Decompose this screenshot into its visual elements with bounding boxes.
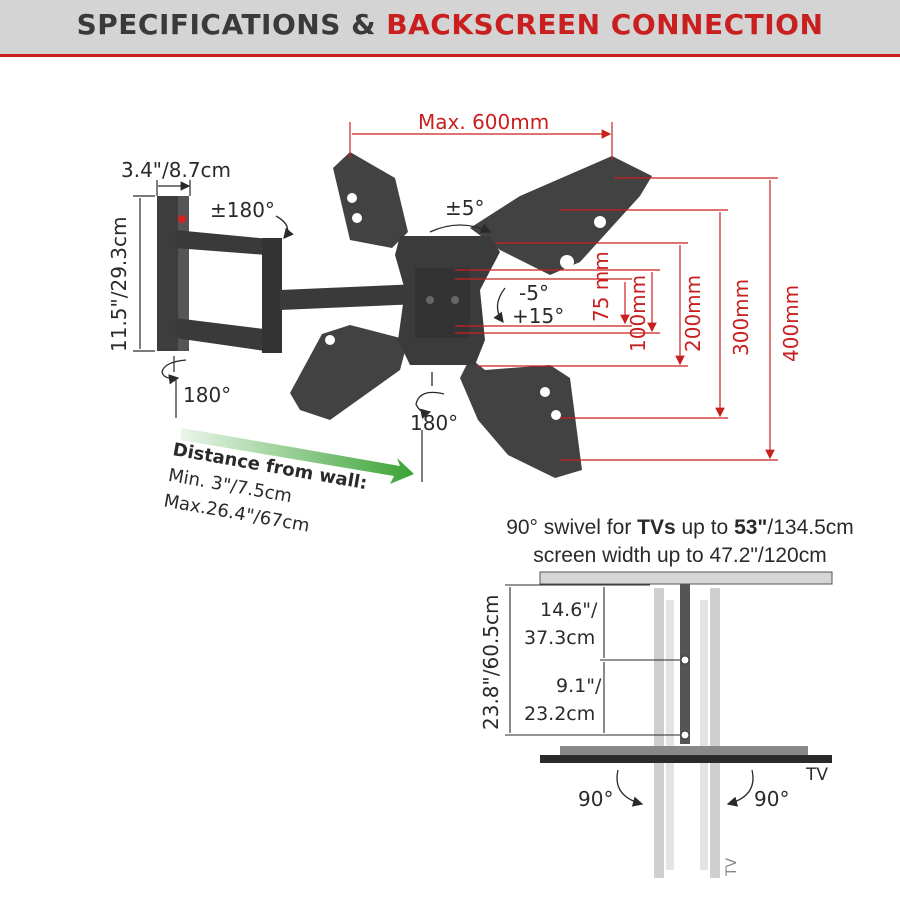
total-depth-label: 23.8"/60.5cm — [479, 595, 503, 730]
hole-tr-2 — [594, 216, 606, 228]
tilt-plus-label: +15° — [512, 304, 564, 328]
swivel-prefix: 90° swivel for — [506, 516, 638, 539]
left-swivel-arrow-icon — [616, 769, 644, 807]
plate-dimensions: Max. 600mm ±5° -5° +15° 180° 75 mm — [349, 110, 803, 461]
upper-segment-line2: 37.3cm — [524, 627, 595, 649]
arm-pivot-2 — [680, 730, 690, 740]
arm-bottom-right — [460, 358, 582, 478]
hole-br-1 — [551, 410, 561, 420]
wall-swivel-arrow-icon — [161, 359, 187, 385]
plate-swivel-label: 180° — [410, 411, 458, 435]
swivel-suffix: /134.5cm — [767, 516, 854, 539]
vesa100-label: 100mm — [626, 275, 650, 352]
top-view: 23.8"/60.5cm 14.6"/ 37.3cm 9.1"/ 23.2cm … — [479, 571, 833, 878]
bracket-dimensions: 3.4"/8.7cm 11.5"/29.3cm ±180° 180° — [107, 158, 294, 407]
height-label: 11.5"/29.3cm — [107, 217, 131, 352]
wall-swivel-label: 180° — [183, 383, 231, 407]
arm-top-right — [470, 156, 652, 275]
title-backscreen: BACKSCREEN CONNECTION — [386, 8, 824, 41]
swivel-line-2: screen width up to 47.2"/120cm — [533, 544, 827, 567]
hole-tl-1 — [347, 193, 357, 203]
right-angle-label: 90° — [754, 787, 789, 811]
wall-hatch — [539, 571, 833, 585]
page-title: SPECIFICATIONS & BACKSCREEN CONNECTION — [0, 8, 900, 41]
tilt-side-arrow-icon — [429, 223, 492, 233]
vesa200-label: 200mm — [681, 275, 705, 352]
swivel-tvs: TVs — [637, 516, 676, 539]
vesa400-label: 400mm — [779, 285, 803, 362]
bracket-red-dot — [178, 215, 186, 223]
bracket-rotation-label: ±180° — [210, 198, 275, 222]
tv-label-rotated: TV — [724, 857, 740, 877]
arm-joint — [262, 238, 282, 353]
tilt-minus-label: -5° — [519, 281, 549, 305]
max-width-label: Max. 600mm — [418, 110, 549, 134]
swivel-size: 53" — [734, 516, 768, 539]
lower-segment-line2: 23.2cm — [524, 703, 595, 725]
arm-pivot-1 — [680, 655, 690, 665]
extension-arm — [280, 284, 420, 310]
tv-plate — [560, 746, 808, 755]
header-underline — [0, 54, 900, 57]
left-angle-label: 90° — [578, 787, 613, 811]
upper-arm — [175, 230, 280, 256]
distance-arrow-icon — [180, 428, 414, 484]
vesa75-label: 75 mm — [589, 251, 613, 322]
tv-panel — [540, 755, 832, 763]
right-swivel-arrow-icon — [726, 769, 754, 807]
depth-label: 3.4"/8.7cm — [121, 158, 231, 182]
hole-br-2 — [540, 387, 550, 397]
tv-label: TV — [805, 765, 828, 785]
rotation-arrow-icon — [275, 215, 294, 239]
swivel-line-1: 90° swivel for TVs up to 53"/134.5cm — [460, 514, 900, 542]
hole-tl-2 — [352, 213, 362, 223]
plate-swivel-arrow-icon — [415, 372, 445, 412]
upper-segment-line1: 14.6"/ — [540, 599, 598, 621]
lower-segment-line1: 9.1"/ — [556, 675, 602, 697]
bolt-2 — [451, 296, 459, 304]
lower-arm — [175, 318, 272, 352]
bolt-1 — [426, 296, 434, 304]
hole-tr-1 — [560, 255, 574, 269]
tilt-side-label: ±5° — [445, 196, 484, 220]
swivel-info: 90° swivel for TVs up to 53"/134.5cm scr… — [460, 514, 900, 570]
tilt-arrow-icon — [493, 287, 506, 324]
vesa300-label: 300mm — [729, 279, 753, 356]
wall-plate-edge — [178, 196, 189, 351]
arm-top-left — [333, 152, 408, 248]
arm-bottom-left — [290, 325, 408, 420]
header-bar — [0, 0, 900, 54]
hole-bl-1 — [325, 335, 335, 345]
swivel-mid: up to — [675, 516, 735, 539]
wall-bracket — [157, 196, 420, 353]
tv-right-ghost — [710, 588, 720, 878]
title-specifications: SPECIFICATIONS & — [76, 8, 387, 41]
tv-left-ghost — [654, 588, 664, 878]
tv-right-ghost-inner — [700, 600, 708, 870]
